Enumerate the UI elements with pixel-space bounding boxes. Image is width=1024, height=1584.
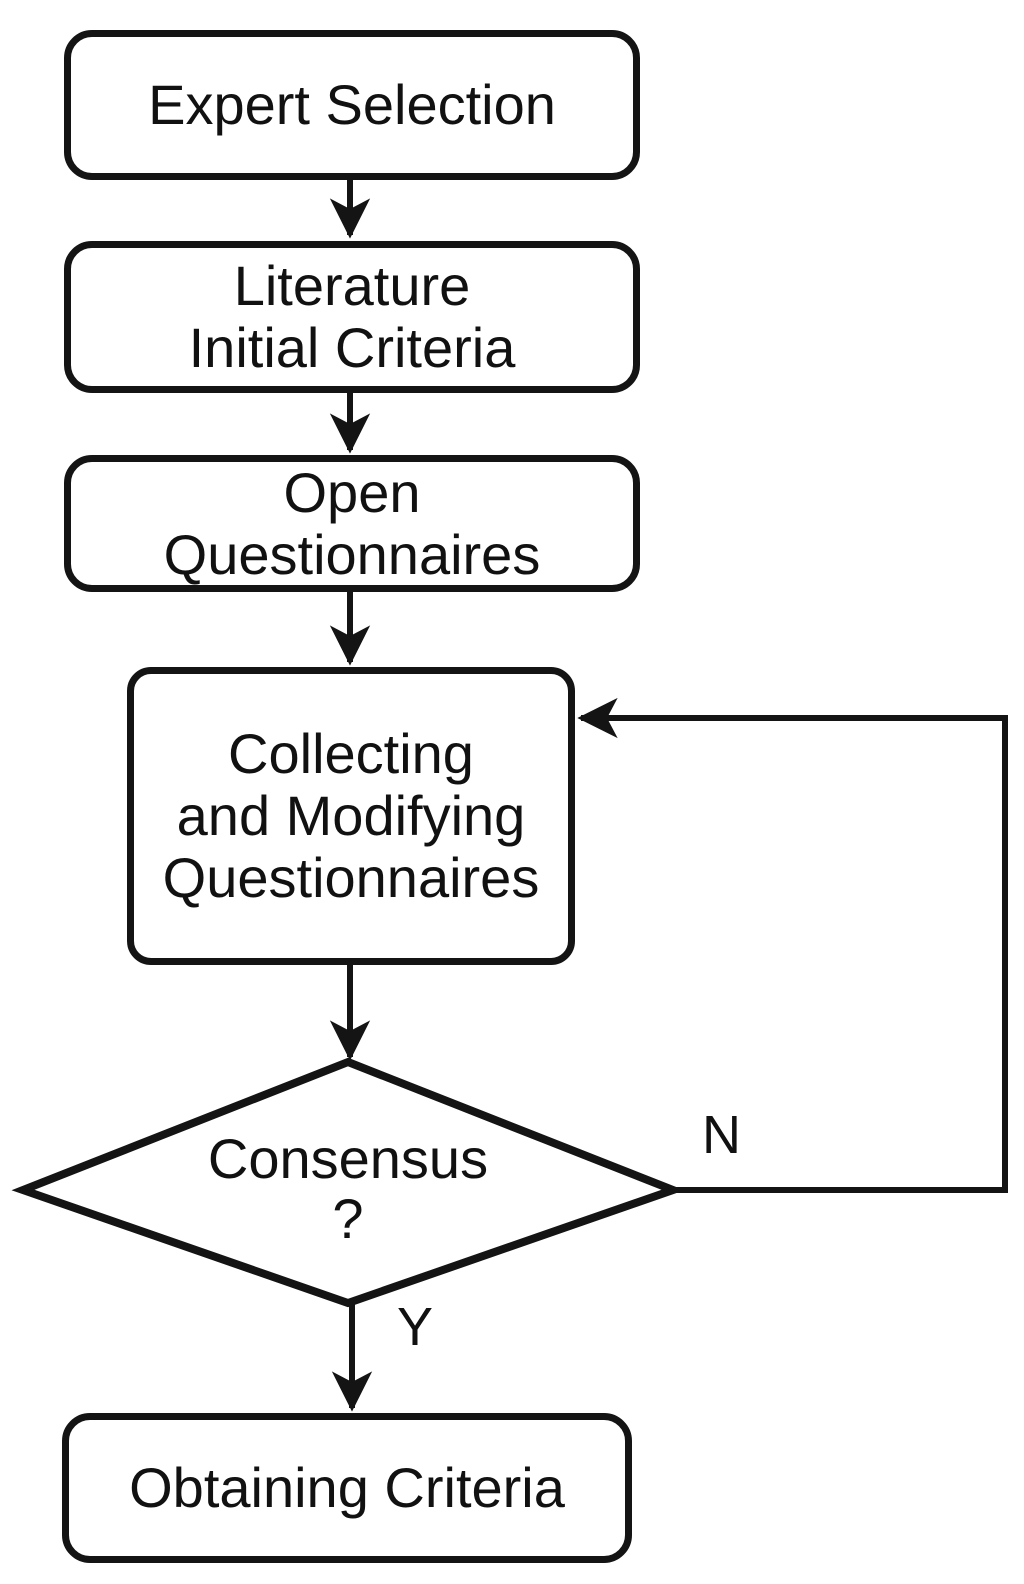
- node-label: Expert Selection: [148, 73, 556, 136]
- node-label: Initial Criteria: [188, 316, 516, 379]
- node-label: Literature: [233, 254, 471, 317]
- node-collecting-modifying-questionnaires: Collecting and Modifying Questionnaires: [127, 667, 575, 965]
- node-label: Consensus: [207, 1127, 489, 1190]
- node-label: Questionnaires: [163, 522, 541, 586]
- decision-consensus-shape: [11, 1057, 685, 1308]
- node-label: Questionnaires: [162, 846, 540, 909]
- node-expert-selection: Expert Selection: [64, 30, 640, 180]
- node-literature-initial-criteria: Literature Initial Criteria: [64, 241, 640, 393]
- node-label: ?: [332, 1187, 364, 1250]
- node-label: Collecting: [228, 722, 474, 785]
- decision-consensus-label: Consensus ?: [120, 1084, 576, 1294]
- node-label: Open: [283, 460, 421, 524]
- label-no: N: [702, 1105, 741, 1165]
- node-open-questionnaires: Open Questionnaires: [64, 455, 640, 592]
- node-obtaining-criteria: Obtaining Criteria: [62, 1413, 632, 1563]
- label-yes: Y: [397, 1297, 434, 1357]
- node-label: and Modifying: [176, 784, 526, 847]
- arrow-consensus-no-loop: [577, 697, 1008, 1193]
- node-label: Obtaining Criteria: [129, 1456, 565, 1519]
